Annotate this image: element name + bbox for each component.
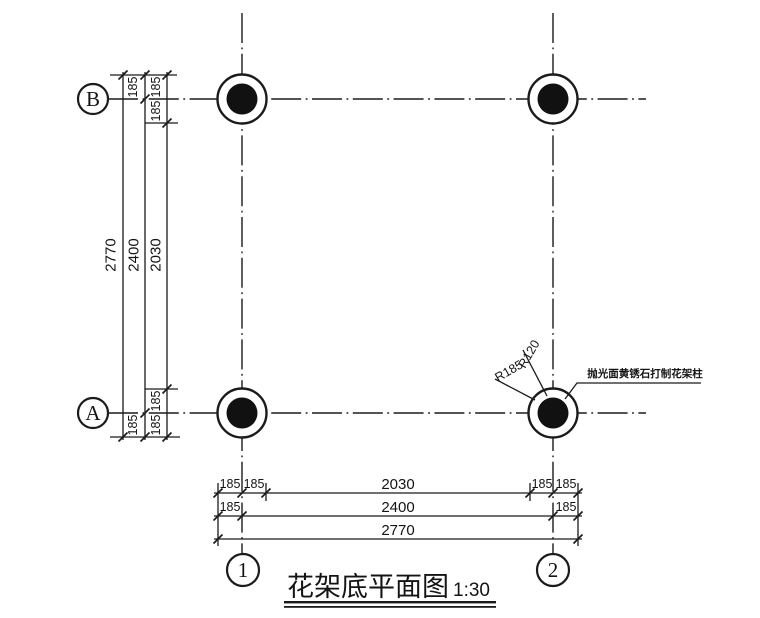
dim-tick (236, 487, 248, 499)
column-bottom-right (527, 387, 579, 439)
dim-tick (212, 533, 224, 545)
grid-bubble-B-circle (76, 82, 110, 116)
grid-bubble-2-circle (535, 552, 571, 588)
dim-tick (139, 93, 151, 105)
drawing-scale: 1:30 (453, 580, 490, 601)
callouts: R120 R185 抛光面黄锈石打制花架柱 (493, 338, 703, 401)
title-underline-bottom (284, 606, 496, 608)
dim-label-185: 185 (532, 477, 553, 491)
dim-tick (572, 510, 584, 522)
dim-tick (161, 383, 173, 395)
column-core (537, 83, 569, 115)
dim-tick (161, 69, 173, 81)
dim-tick (572, 533, 584, 545)
column-core (226, 83, 258, 115)
dim-label-185: 185 (126, 415, 140, 436)
grid-bubbles: B A 1 2 (76, 82, 571, 588)
dim-label-185: 185 (220, 500, 241, 514)
column-core (537, 397, 569, 429)
left-dimension-chain: 2770 2400 2030 185 185 185 185 185 185 (103, 69, 180, 443)
dim-label-2030: 2030 (381, 476, 414, 493)
dim-tick (139, 407, 151, 419)
drawing-title: 花架底平面图 (287, 572, 449, 602)
bottom-dimension-chain: 185 185 2030 185 185 185 2400 185 2770 (212, 476, 584, 546)
r120-leader-line (522, 349, 548, 397)
column-core (226, 397, 258, 429)
dim-label-185: 185 (149, 77, 163, 98)
grid-bubble-A-circle (76, 396, 110, 430)
dim-tick (212, 510, 224, 522)
dim-tick (260, 487, 272, 499)
column-bottom-left (216, 387, 268, 439)
dim-label-2770: 2770 (103, 238, 120, 271)
dim-tick (212, 487, 224, 499)
dim-tick (117, 69, 129, 81)
dim-label-2030: 2030 (148, 238, 165, 271)
r185-leader-line (494, 378, 536, 401)
dim-tick (547, 510, 559, 522)
dim-tick (524, 487, 536, 499)
dim-label-185: 185 (556, 500, 577, 514)
dim-label-2400: 2400 (126, 238, 143, 271)
grid-bubble-A-label: A (85, 401, 101, 425)
dim-tick (139, 431, 151, 443)
dim-tick (161, 117, 173, 129)
dim-tick (236, 510, 248, 522)
dim-tick (117, 431, 129, 443)
grid-bubble-2-label: 2 (548, 558, 559, 582)
dim-label-185: 185 (149, 391, 163, 412)
column-note-text: 抛光面黄锈石打制花架柱 (587, 367, 703, 380)
dim-label-185: 185 (556, 477, 577, 491)
title-underline-top (284, 601, 496, 604)
dim-label-185: 185 (149, 101, 163, 122)
dim-label-185: 185 (149, 415, 163, 436)
r185-label: R185 (493, 357, 526, 384)
dim-tick (572, 487, 584, 499)
note-leader-line (564, 382, 701, 400)
grid-bubble-B-label: B (86, 87, 100, 111)
dim-label-185: 185 (126, 77, 140, 98)
title-block: 花架底平面图 1:30 (284, 572, 496, 608)
dim-label-2400: 2400 (381, 499, 414, 516)
grid-bubble-1-circle (225, 552, 261, 588)
grid-bubble-1-label: 1 (238, 558, 249, 582)
column-top-right (527, 73, 579, 125)
column-top-left (216, 73, 268, 125)
dim-tick (161, 431, 173, 443)
columns (216, 73, 579, 439)
dim-tick (139, 69, 151, 81)
dim-tick (547, 487, 559, 499)
dim-label-185: 185 (220, 477, 241, 491)
dim-label-185: 185 (244, 477, 265, 491)
dim-label-2770: 2770 (381, 522, 414, 539)
